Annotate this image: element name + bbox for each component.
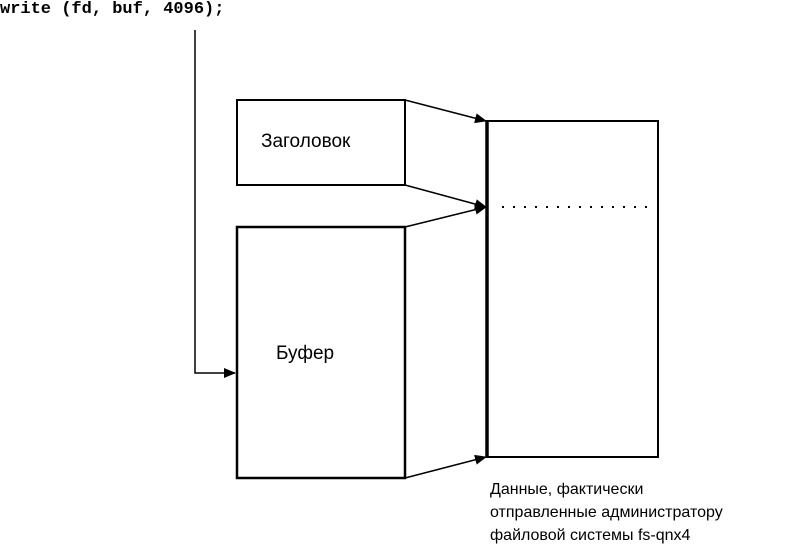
buffer-box bbox=[235, 225, 407, 480]
arrow-header-bottom bbox=[404, 184, 487, 209]
arrow-buffer-bottom bbox=[404, 454, 487, 479]
arrow-header-top bbox=[404, 99, 487, 124]
header-box bbox=[236, 99, 406, 186]
buffer-box-label: Буфер bbox=[276, 343, 335, 364]
sent-data-caption: Данные, фактически отправленные админист… bbox=[490, 478, 723, 547]
buffer-pointer-arrow bbox=[194, 30, 236, 378]
caption-line: файловой системы fs-qnx4 bbox=[490, 527, 691, 544]
sent-data-box bbox=[486, 120, 659, 458]
caption-line: отправленные администратору bbox=[490, 504, 723, 521]
arrow-buffer-top bbox=[404, 204, 487, 228]
write-call-code: write (fd, buf, 4096); bbox=[0, 0, 225, 19]
caption-line: Данные, фактически bbox=[490, 481, 644, 498]
header-box-label: Заголовок bbox=[261, 131, 351, 152]
